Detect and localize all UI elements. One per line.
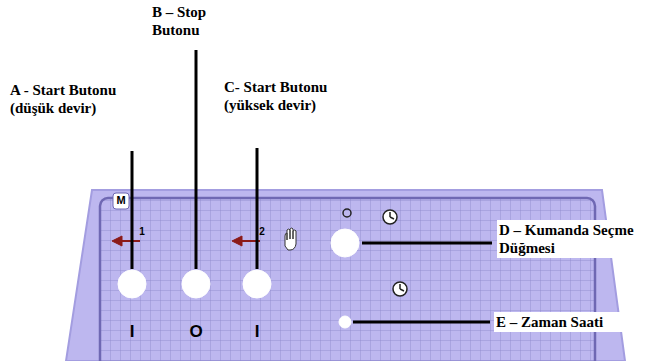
hand-icon	[285, 228, 296, 250]
clock-icon	[383, 210, 407, 296]
panel-tab-letter: M	[113, 194, 129, 207]
indicator-ring	[343, 209, 351, 217]
callout-label: B – Stop Butonu	[150, 2, 246, 40]
panel-tab	[113, 193, 129, 209]
switch-symbol: I	[124, 322, 140, 342]
switch-symbol: O	[186, 322, 206, 342]
callout-label: C- Start Butonu (yüksek devir)	[222, 77, 376, 115]
callout-label: E – Zaman Saati	[494, 312, 643, 332]
callout-label: D – Kumanda Seçme Düğmesi	[497, 220, 641, 258]
speed-number: 2	[256, 226, 268, 238]
speed-number: 1	[136, 226, 148, 238]
direction-arrow	[112, 236, 260, 246]
push-button	[118, 229, 359, 328]
callout-label: A - Start Butonu (düşük devir)	[8, 80, 152, 118]
leader-line	[132, 50, 492, 322]
switch-symbol: I	[249, 322, 265, 342]
